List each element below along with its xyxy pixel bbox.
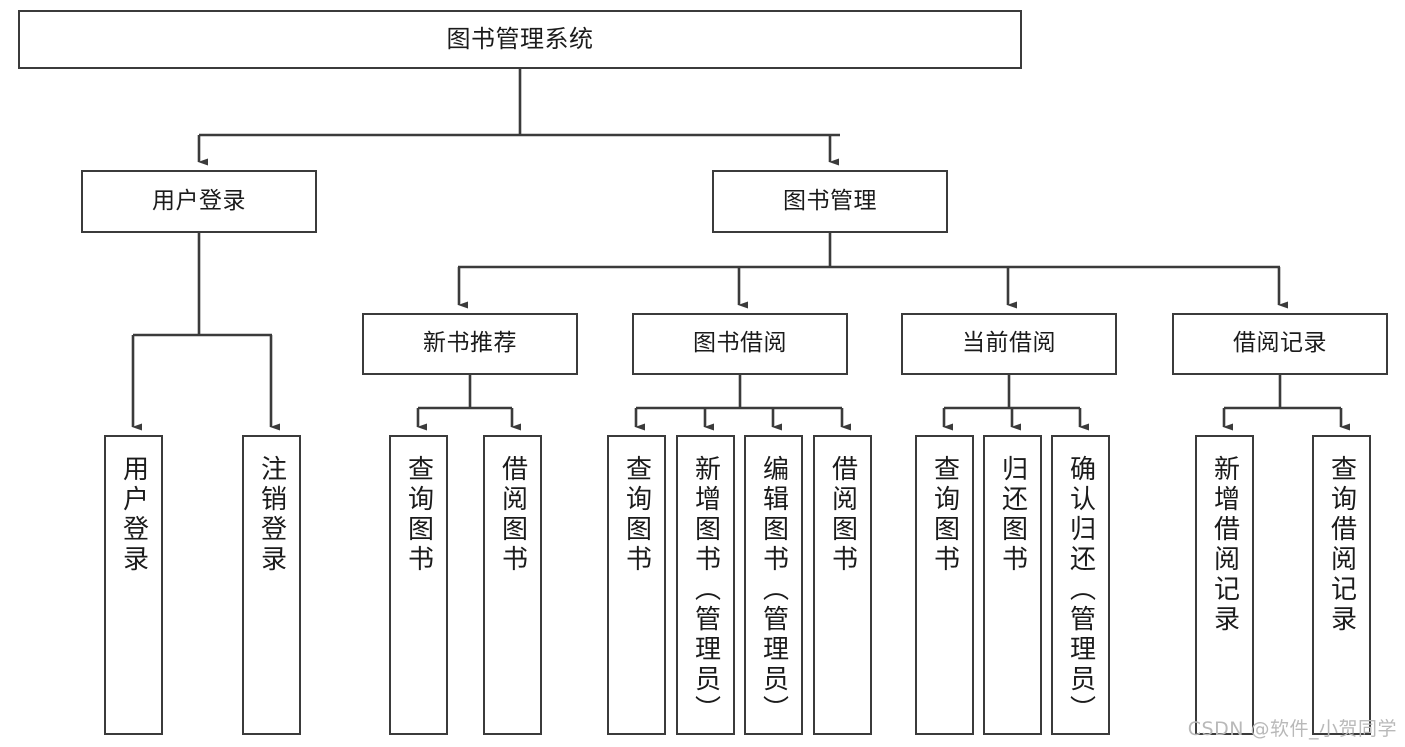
node-label: 借阅记录 — [1233, 330, 1327, 357]
node-user-login[interactable]: 用户登录 — [81, 170, 317, 233]
node-leaf-borrow-book[interactable]: 借阅图书 — [813, 435, 872, 735]
node-label: 确认归还（管理员） — [1065, 455, 1096, 725]
node-leaf-user-login[interactable]: 用户登录 — [104, 435, 163, 735]
node-label: 用户登录 — [118, 455, 149, 575]
node-root-system[interactable]: 图书管理系统 — [18, 10, 1022, 69]
node-leaf-add-book-admin[interactable]: 新增图书（管理员） — [676, 435, 735, 735]
node-borrow-record[interactable]: 借阅记录 — [1172, 313, 1388, 375]
node-leaf-query-book-recommend[interactable]: 查询图书 — [389, 435, 448, 735]
node-label: 归还图书 — [997, 455, 1028, 575]
node-label: 注销登录 — [256, 455, 287, 575]
node-leaf-edit-book-admin[interactable]: 编辑图书（管理员） — [744, 435, 803, 735]
node-label: 借阅图书 — [497, 455, 528, 575]
node-leaf-query-borrow-record[interactable]: 查询借阅记录 — [1312, 435, 1371, 735]
node-label: 编辑图书（管理员） — [758, 455, 789, 725]
node-label: 新增借阅记录 — [1209, 455, 1240, 635]
node-label: 查询图书 — [929, 455, 960, 575]
csdn-watermark: CSDN @软件_小贺同学 — [1187, 718, 1397, 740]
node-book-manage[interactable]: 图书管理 — [712, 170, 948, 233]
node-leaf-query-book-borrow[interactable]: 查询图书 — [607, 435, 666, 735]
node-label: 图书借阅 — [693, 330, 787, 357]
node-leaf-return-book[interactable]: 归还图书 — [983, 435, 1042, 735]
node-label: 用户登录 — [152, 187, 246, 214]
node-label: 图书管理 — [783, 187, 877, 214]
node-label: 新增图书（管理员） — [690, 455, 721, 725]
node-label: 查询图书 — [621, 455, 652, 575]
node-label: 新书推荐 — [423, 330, 517, 357]
node-label: 当前借阅 — [962, 330, 1056, 357]
node-label: 查询借阅记录 — [1326, 455, 1357, 635]
node-label: 借阅图书 — [827, 455, 858, 575]
node-new-book-recommend[interactable]: 新书推荐 — [362, 313, 578, 375]
node-current-borrow[interactable]: 当前借阅 — [901, 313, 1117, 375]
node-leaf-borrow-book-recommend[interactable]: 借阅图书 — [483, 435, 542, 735]
node-leaf-query-book-current[interactable]: 查询图书 — [915, 435, 974, 735]
node-leaf-add-borrow-record[interactable]: 新增借阅记录 — [1195, 435, 1254, 735]
node-leaf-logout[interactable]: 注销登录 — [242, 435, 301, 735]
node-book-borrow[interactable]: 图书借阅 — [632, 313, 848, 375]
node-label: 查询图书 — [403, 455, 434, 575]
node-leaf-confirm-return-admin[interactable]: 确认归还（管理员） — [1051, 435, 1110, 735]
node-label: 图书管理系统 — [446, 25, 594, 54]
